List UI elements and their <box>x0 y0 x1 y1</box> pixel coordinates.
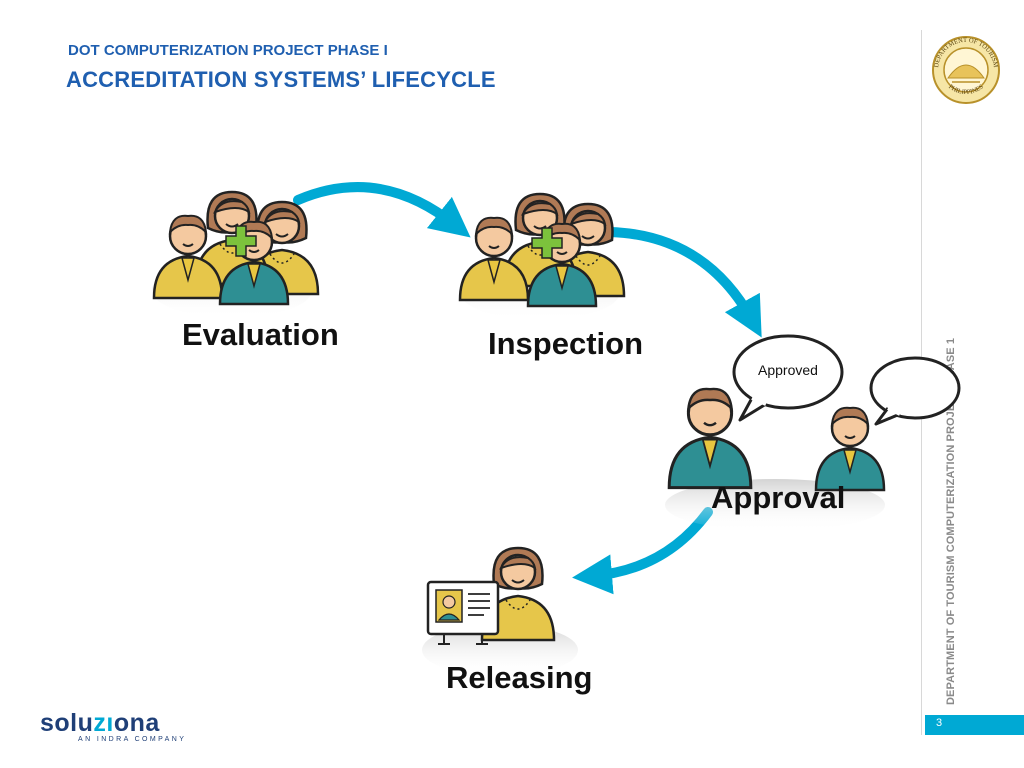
logo-tagline: AN INDRA COMPANY <box>78 736 187 743</box>
inspection-group-icon <box>458 192 626 320</box>
approval-group-icon <box>665 387 886 531</box>
releasing-person-icon <box>422 546 578 676</box>
evaluation-group-icon <box>152 190 320 318</box>
tourism-seal: DEPARTMENT OF TOURISM PHILIPPINES <box>932 36 1000 104</box>
stage-label-inspection: Inspection <box>488 326 644 361</box>
speech-bubble-text: Approved <box>758 362 818 378</box>
id-card-icon <box>426 580 500 645</box>
page-number-bar <box>925 715 1024 735</box>
logo-text-b: zı <box>93 709 114 737</box>
speech-bubble-empty <box>869 356 961 426</box>
page-number: 3 <box>936 717 943 729</box>
stage-label-releasing: Releasing <box>446 660 593 695</box>
project-title: DOT COMPUTERIZATION PROJECT PHASE I <box>68 42 388 59</box>
arrow-approval-to-releasing <box>572 507 713 595</box>
speech-bubble-approved <box>732 334 844 422</box>
stage-label-approval: Approval <box>711 480 846 515</box>
soluziona-logo: soluzıona AN INDRA COMPANY <box>40 710 186 743</box>
slide-title: ACCREDITATION SYSTEMS’ LIFECYCLE <box>66 67 496 92</box>
stage-label-evaluation: Evaluation <box>182 317 339 352</box>
logo-text-a: solu <box>40 709 94 737</box>
logo-text-c: ona <box>113 709 160 737</box>
arrow-inspection-to-approval <box>605 227 762 338</box>
arrow-evaluation-to-inspection <box>293 182 471 238</box>
